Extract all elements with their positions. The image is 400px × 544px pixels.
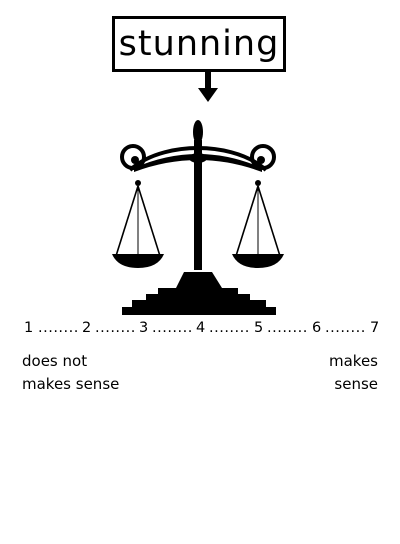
scale-separator: ........ <box>209 320 250 336</box>
right-anchor-label: makes sense <box>329 350 378 396</box>
scale-point-6[interactable]: 6 <box>312 320 322 336</box>
scale-separator: ........ <box>38 320 79 336</box>
left-anchor-label: does not makes sense <box>22 350 119 396</box>
scale-point-4[interactable]: 4 <box>196 320 206 336</box>
right-anchor-line-1: makes <box>329 352 378 370</box>
scale-point-1[interactable]: 1 <box>24 320 34 336</box>
scale-separator: ........ <box>267 320 308 336</box>
target-word: stunning <box>118 23 280 64</box>
scale-point-2[interactable]: 2 <box>82 320 92 336</box>
rating-scale: 1 ........ 2 ........ 3 ........ 4 .....… <box>24 320 384 344</box>
scale-separator: ........ <box>152 320 193 336</box>
scale-point-5[interactable]: 5 <box>254 320 264 336</box>
left-anchor-line-2: makes sense <box>22 375 120 393</box>
scale-separator: ........ <box>325 320 366 336</box>
scale-separator: ........ <box>95 320 136 336</box>
scale-point-7[interactable]: 7 <box>370 320 380 336</box>
balance-scale-icon <box>112 120 284 315</box>
scale-point-3[interactable]: 3 <box>139 320 149 336</box>
down-arrow-icon <box>198 72 218 102</box>
right-anchor-line-2: sense <box>334 375 378 393</box>
target-word-box: stunning <box>112 16 286 72</box>
left-anchor-line-1: does not <box>22 352 88 370</box>
